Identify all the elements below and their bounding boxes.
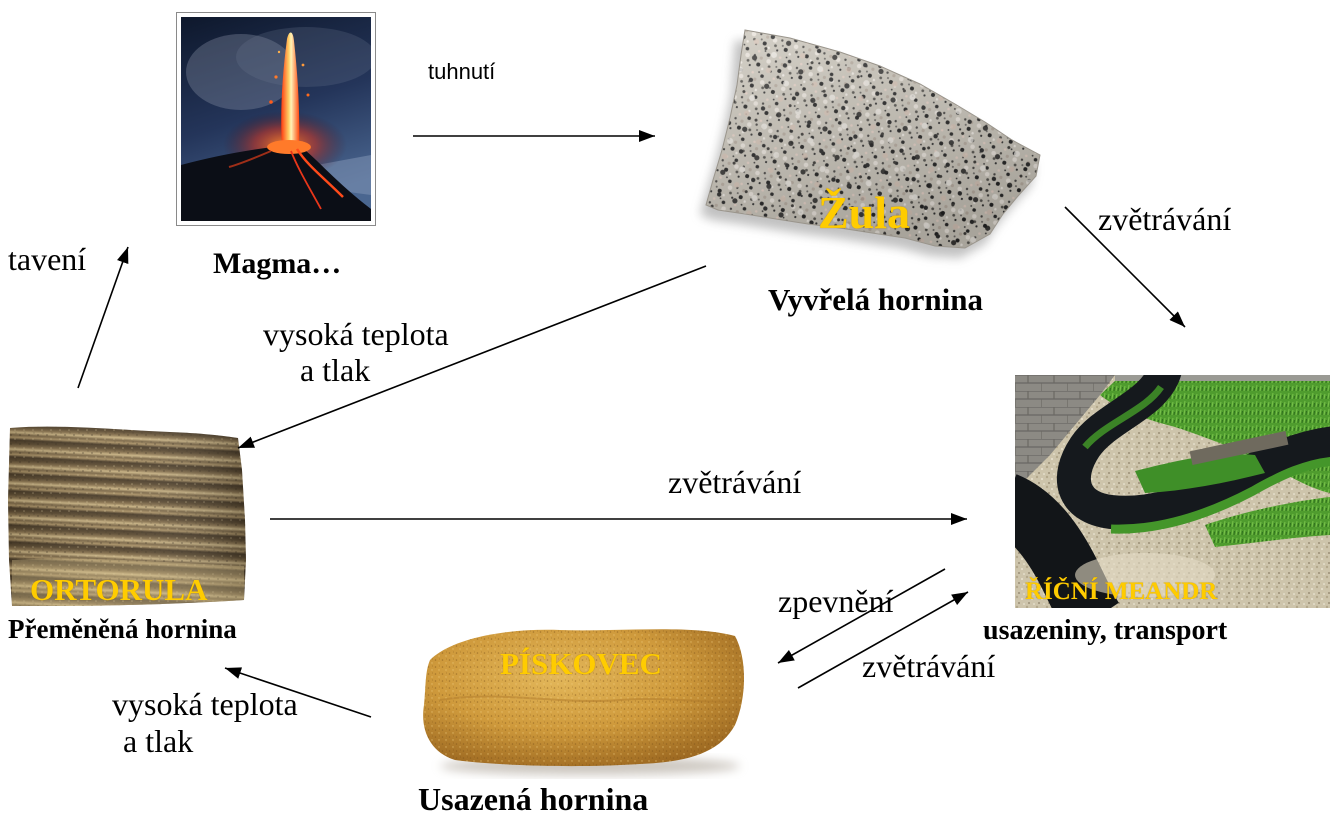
node-caption-metamorphic: Přeměněná hornina	[8, 615, 237, 645]
image-label-orthogneiss: ORTORULA	[30, 573, 207, 607]
edge-label-weathering-sedimentary: zvětrávání	[862, 649, 995, 684]
edge-label-melting: tavení	[8, 242, 86, 277]
image-label-granite: Žula	[818, 188, 910, 239]
node-caption-sediments: usazeniny, transport	[983, 616, 1227, 647]
edge-label-high-temp-pressure-line2: a tlak	[300, 353, 370, 388]
volcano-image	[177, 13, 377, 226]
edge-label-high-temp-pressure-lower-line2: a tlak	[123, 724, 193, 759]
edge-label-consolidation: zpevnění	[778, 584, 894, 619]
image-label-river-meander: ŘÍČNÍ MEANDR	[1025, 578, 1217, 606]
node-caption-magma: Magma…	[213, 247, 341, 280]
edge-label-high-temp-pressure-lower-line1: vysoká teplota	[112, 687, 298, 722]
image-label-sandstone: PÍSKOVEC	[500, 647, 662, 681]
edge-label-weathering-metamorphic: zvětrávání	[668, 465, 801, 500]
edge-label-high-temp-pressure-line1: vysoká teplota	[263, 317, 449, 352]
node-caption-igneous: Vyvřelá hornina	[768, 283, 983, 317]
edge-label-weathering-igneous: zvětrávání	[1098, 202, 1231, 237]
node-caption-sedimentary: Usazená hornina	[418, 782, 648, 817]
edge-label-solidification: tuhnutí	[428, 60, 495, 84]
